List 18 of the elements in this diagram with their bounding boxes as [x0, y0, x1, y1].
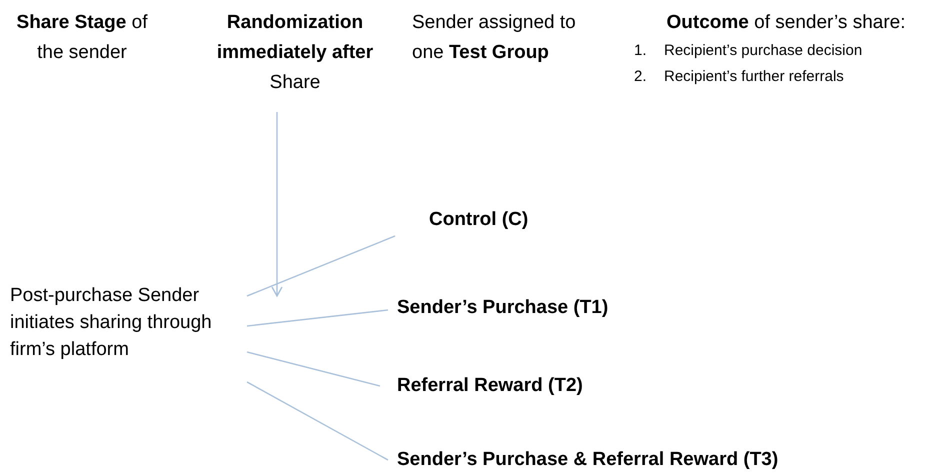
test-group-label: Referral Reward (T2): [397, 375, 583, 396]
connector-line: [246, 309, 388, 327]
test-group-label: Control (C): [429, 209, 528, 230]
list-number: 1.: [634, 41, 648, 61]
stage-text: Post-purchase Sender initiates sharing through firm’s platform: [10, 285, 212, 360]
test-group-label: Sender’s Purchase (T1): [397, 297, 608, 318]
list-number: 2.: [634, 67, 648, 87]
column-heading: Randomization immediately after Share: [216, 12, 374, 93]
column-heading: Share Stage of the sender: [16, 11, 148, 65]
test-group-label: Sender’s Purchase & Referral Reward (T3): [397, 449, 778, 470]
outcome-item: Recipient’s purchase decision: [664, 41, 862, 61]
connector-line: [246, 235, 396, 297]
arrow: [271, 112, 283, 297]
connector-line: [246, 381, 388, 461]
column-heading: Sender assigned to one Test Group: [412, 11, 577, 65]
outcome-item: Recipient’s further referrals: [664, 67, 844, 87]
column-heading: Outcome of sender’s share:: [665, 11, 907, 35]
connector-line: [246, 351, 380, 387]
